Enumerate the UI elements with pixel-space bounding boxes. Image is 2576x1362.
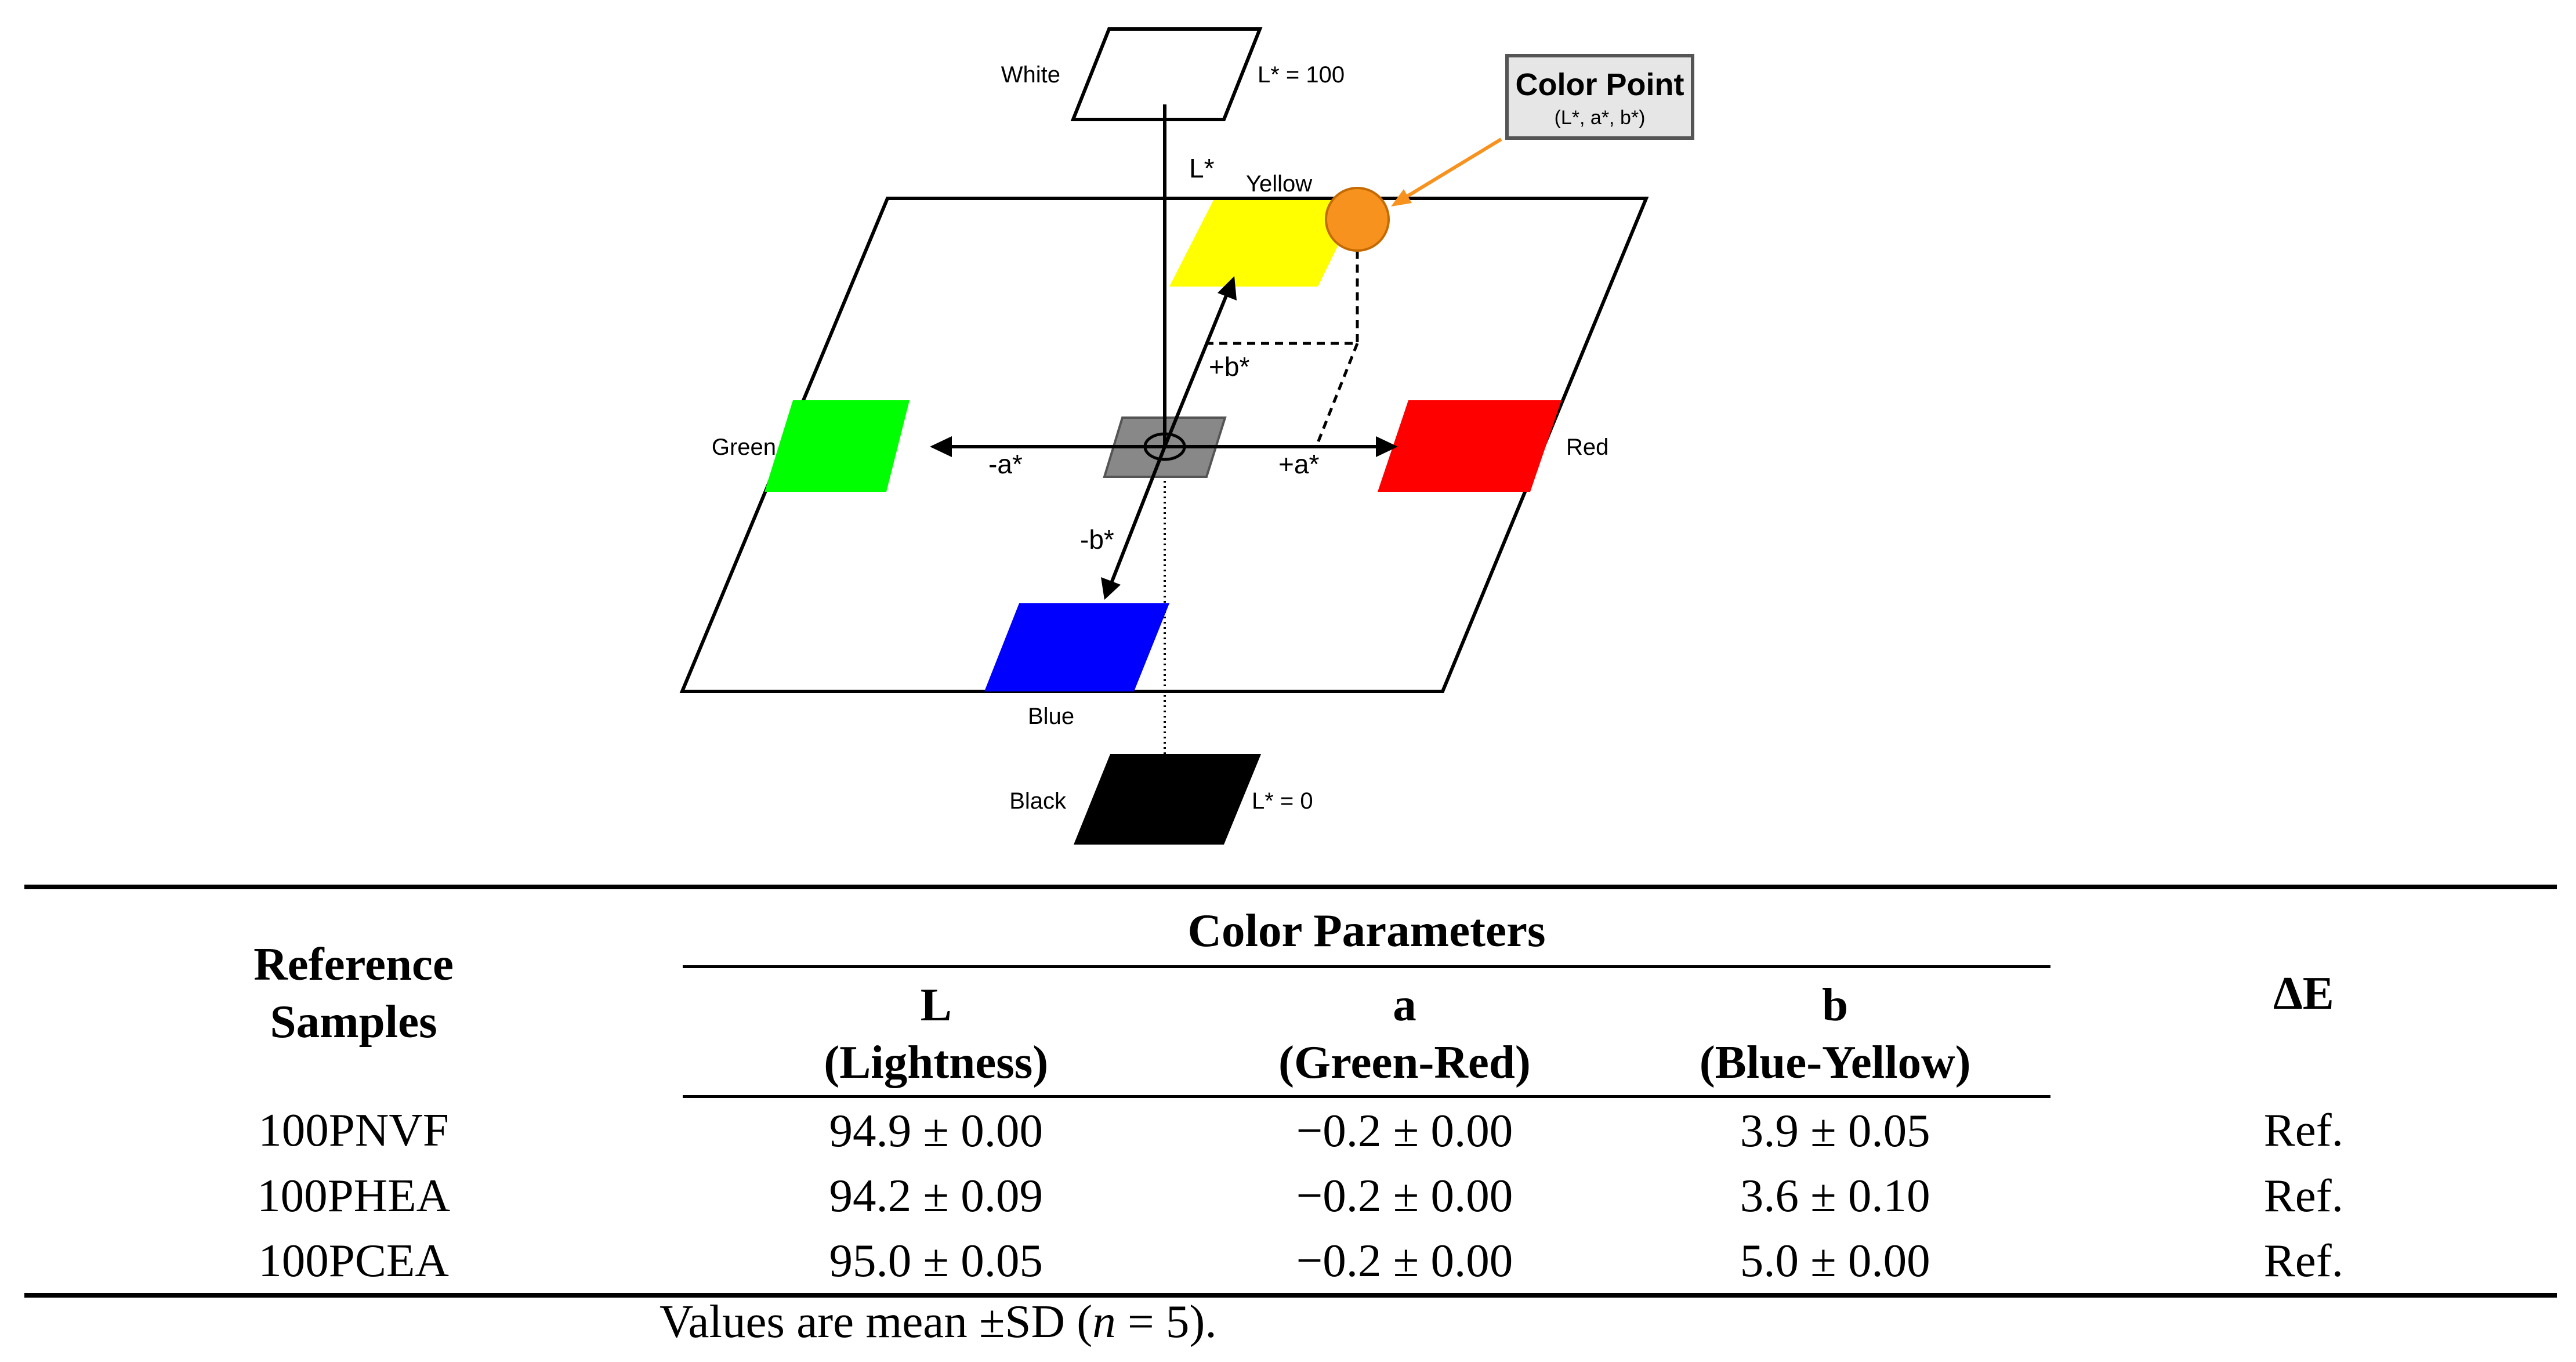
blue-yellow-cell: 3.9 ± 0.05	[1740, 1104, 1930, 1157]
yellow-patch	[1169, 200, 1360, 287]
green-red-cell: −0.2 ± 0.00	[1189, 1228, 1620, 1298]
red-patch	[1378, 400, 1561, 492]
green-patch	[765, 400, 910, 492]
blue-yellow-header: b (Blue-Yellow)	[1619, 971, 2050, 1099]
blue-patch	[984, 603, 1169, 691]
sample-cell: 100PHEA	[257, 1169, 451, 1222]
black-plane	[1074, 754, 1261, 845]
plus-b-arrowhead	[1218, 276, 1237, 300]
color-point-pointer-arrowhead	[1391, 189, 1412, 207]
blue-yellow-cell: 5.0 ± 0.00	[1619, 1228, 2050, 1298]
lightness-cell: 95.0 ± 0.05	[683, 1228, 1190, 1298]
minus-b-label: -b*	[1080, 524, 1114, 555]
color-parameters-group-header: Color Parameters	[683, 885, 2050, 972]
color-point-marker	[1325, 187, 1390, 252]
plus-b-axis-arrow	[1163, 289, 1230, 448]
minus-b-arrowhead	[1101, 577, 1121, 600]
plus-a-label: +a*	[1278, 449, 1319, 479]
color-point-pointer-arrow	[1400, 137, 1502, 202]
color-point-box	[1505, 54, 1694, 140]
table-footnote: Values are mean ±SD (n = 5).	[660, 1295, 1217, 1347]
color-parameters-table: Reference Samples Color Parameters ΔE L …	[24, 885, 2557, 1298]
color-point-box-subtitle: (L*, a*, b*)	[1555, 107, 1646, 129]
green-red-header: a (Green-Red)	[1189, 971, 1620, 1099]
projection-dashed-lines	[1205, 249, 1359, 345]
black-value-label: L* = 0	[1252, 788, 1313, 814]
green-label: Green	[712, 434, 776, 460]
delta-e-cell: Ref.	[2050, 1228, 2557, 1298]
color-plane	[679, 197, 1649, 693]
white-plane	[1070, 27, 1263, 121]
red-label: Red	[1566, 434, 1608, 460]
white-label: White	[1001, 62, 1060, 88]
delta-e-header: ΔE	[2050, 885, 2557, 1097]
reference-samples-header: Reference Samples	[24, 885, 683, 1097]
black-label: Black	[1009, 788, 1067, 814]
minus-a-label: -a*	[988, 449, 1023, 479]
plus-a-arrowhead	[1376, 436, 1398, 457]
sample-cell: 100PCEA	[24, 1228, 683, 1298]
l-axis-label: L*	[1189, 153, 1215, 183]
minus-a-arrowhead	[930, 436, 952, 457]
minus-b-axis-arrow	[1108, 445, 1166, 587]
green-red-cell: −0.2 ± 0.00	[1296, 1169, 1513, 1222]
blue-label: Blue	[1028, 704, 1074, 729]
white-value-label: L* = 100	[1258, 62, 1345, 88]
cielab-color-space-diagram: Color Point (L*, a*, b*) White L* = 100 …	[679, 27, 1694, 845]
yellow-label: Yellow	[1246, 171, 1312, 197]
table-row: 100PNVF 94.9 ± 0.00 −0.2 ± 0.00 3.9 ± 0.…	[24, 1097, 2557, 1164]
green-red-cell: −0.2 ± 0.00	[1296, 1104, 1513, 1157]
lightness-header: L (Lightness)	[683, 971, 1190, 1099]
table-row: 100PHEA 94.2 ± 0.09 −0.2 ± 0.00 3.6 ± 0.…	[24, 1163, 2557, 1228]
color-point-box-title: Color Point	[1516, 67, 1684, 102]
plus-b-label: +b*	[1209, 352, 1249, 382]
color-parameters-table-container: Reference Samples Color Parameters ΔE L …	[24, 885, 2557, 1298]
projection-dashed-diagonal	[1315, 343, 1359, 446]
delta-e-cell: Ref.	[2263, 1103, 2343, 1156]
sample-cell: 100PNVF	[258, 1103, 449, 1156]
lightness-cell: 94.2 ± 0.09	[829, 1169, 1043, 1222]
blue-yellow-cell: 3.6 ± 0.10	[1740, 1169, 1930, 1222]
table-row: 100PCEA 95.0 ± 0.05 −0.2 ± 0.00 5.0 ± 0.…	[24, 1228, 2557, 1298]
lightness-cell: 94.9 ± 0.00	[829, 1104, 1043, 1157]
delta-e-cell: Ref.	[2263, 1169, 2343, 1222]
